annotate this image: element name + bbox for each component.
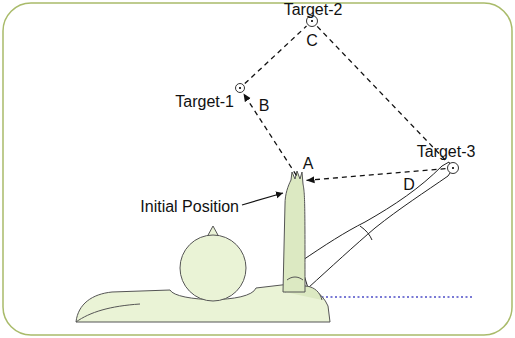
target-circle: Target-3 <box>447 162 459 174</box>
target-label: Target-3 <box>417 143 476 161</box>
frame-border <box>3 3 512 335</box>
point-letter: C <box>306 32 318 50</box>
dashed-path <box>317 26 448 162</box>
callout-label: Initial Position <box>140 198 239 216</box>
reference-axes <box>302 186 472 297</box>
dashed-path <box>245 26 307 84</box>
person-figure <box>76 171 330 322</box>
target-label: Target-1 <box>175 93 234 111</box>
target-label: Target-2 <box>284 1 343 19</box>
target-dot <box>311 20 313 22</box>
point-letter: D <box>403 176 415 194</box>
dashed-path <box>307 169 446 181</box>
ghost-arm <box>300 162 452 288</box>
target-dot <box>452 167 454 169</box>
leader-line <box>242 193 283 205</box>
dashed-path <box>244 94 297 176</box>
start-point: A <box>295 176 305 186</box>
target-circle: Target-2 <box>306 15 318 27</box>
target-dot <box>239 87 241 89</box>
point-letter: B <box>259 97 270 115</box>
point-letter: A <box>303 155 314 173</box>
target-circle: Target-1 <box>235 83 245 93</box>
